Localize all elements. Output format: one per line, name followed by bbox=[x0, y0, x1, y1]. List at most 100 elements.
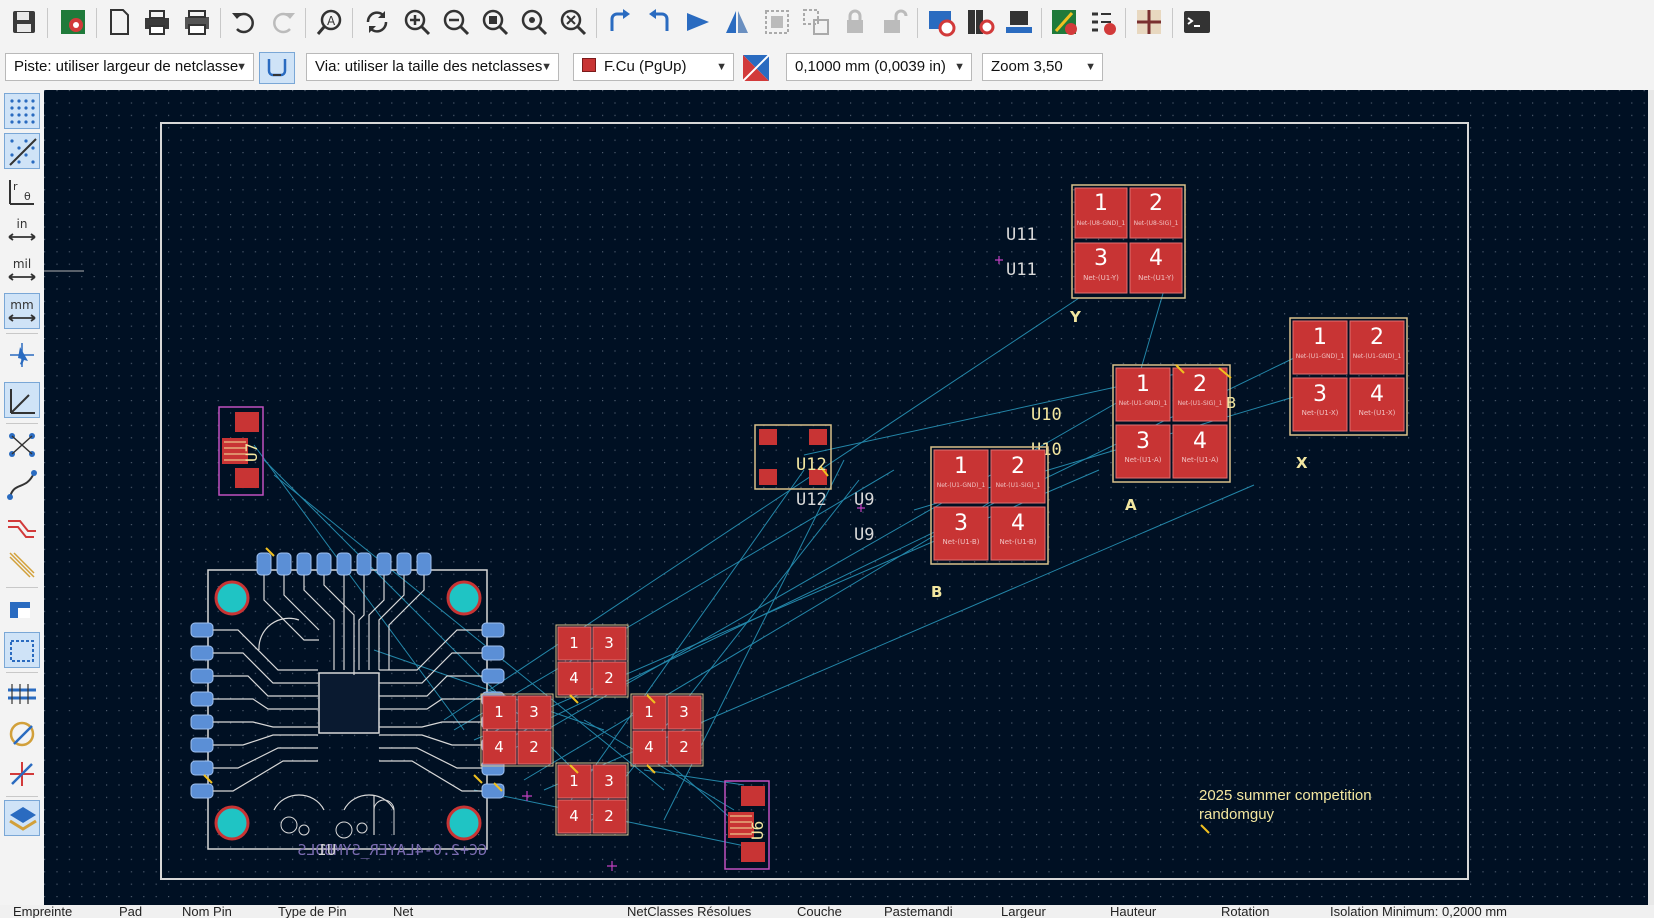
ratsnest-icon[interactable] bbox=[4, 427, 40, 463]
pad-number: 3 bbox=[604, 634, 614, 652]
footprint-x[interactable]: 1 2 3 4 Net-(U1-GND)_1 Net-(U1-GND)_1 Ne… bbox=[1289, 317, 1408, 472]
curved-ratsnest-icon[interactable] bbox=[4, 467, 40, 503]
chevron-down-icon: ▼ bbox=[954, 61, 965, 73]
pad-number: 3 bbox=[529, 703, 539, 721]
page-settings-icon[interactable] bbox=[102, 5, 136, 39]
flip-horizontal-icon[interactable] bbox=[681, 5, 715, 39]
pad-net: Net-(U1-SIG)_1 bbox=[1178, 400, 1223, 407]
netlist-update-icon[interactable] bbox=[924, 5, 958, 39]
mirror-icon[interactable] bbox=[720, 5, 754, 39]
track-outline-icon[interactable] bbox=[4, 507, 40, 543]
refresh-icon[interactable] bbox=[360, 5, 394, 39]
python-icon[interactable] bbox=[1132, 5, 1166, 39]
footprint-label: A bbox=[1125, 496, 1137, 514]
pad-number: 3 bbox=[1136, 429, 1150, 454]
board-text-line2: randomguy bbox=[1199, 806, 1275, 823]
zoom-out-icon[interactable] bbox=[439, 5, 473, 39]
status-clearance: Isolation Minimum: 0,2000 mm bbox=[1330, 905, 1508, 918]
grid-toggle-icon[interactable] bbox=[4, 93, 40, 129]
pad-cluster-top[interactable]: 1 3 4 2 bbox=[555, 624, 629, 698]
chevron-down-icon: ▼ bbox=[716, 61, 727, 73]
footprint-u7[interactable]: U7 bbox=[218, 406, 264, 496]
pcb-drawing[interactable]: 1 2 3 4 Net-(U8-GND)_1 Net-(U8-SIG)_1 Ne… bbox=[44, 90, 1648, 905]
drc-icon[interactable] bbox=[1047, 5, 1081, 39]
zone-fill-icon[interactable] bbox=[4, 592, 40, 628]
board-statistics-icon[interactable] bbox=[1086, 5, 1120, 39]
pad-number: 4 bbox=[1370, 382, 1384, 407]
redo-icon[interactable] bbox=[266, 5, 300, 39]
grid-override-icon[interactable] bbox=[4, 133, 40, 169]
cursor-icon[interactable] bbox=[4, 337, 40, 373]
status-netclasses: NetClasses Résolues bbox=[627, 905, 752, 918]
footprint-label: X bbox=[1296, 454, 1308, 472]
pad-cluster-left[interactable]: 1 3 4 2 bbox=[480, 693, 554, 767]
angle-snap-icon[interactable] bbox=[4, 382, 40, 418]
layers-manager-icon[interactable] bbox=[4, 800, 40, 836]
find-icon[interactable]: A bbox=[313, 5, 347, 39]
right-panel-edge[interactable] bbox=[1648, 90, 1654, 905]
footprint-u10[interactable]: 1 2 3 4 Net-(U1-GND)_1 Net-(U1-SIG)_1 Ne… bbox=[1112, 364, 1236, 514]
status-layer: Couche bbox=[797, 905, 842, 918]
layer-pair-button[interactable] bbox=[740, 52, 772, 84]
board-setup-icon[interactable] bbox=[56, 5, 90, 39]
undo-icon[interactable] bbox=[227, 5, 261, 39]
grid-select[interactable]: 0,1000 mm (0,0039 in) ▼ bbox=[786, 53, 972, 81]
rotate-ccw-icon[interactable] bbox=[603, 5, 637, 39]
ref-u12: U12 bbox=[796, 455, 827, 475]
zoom-fit-icon[interactable] bbox=[478, 5, 512, 39]
footprint-u12[interactable] bbox=[754, 424, 832, 490]
plot-icon[interactable] bbox=[180, 5, 214, 39]
pad-net: Net-(U1-Y) bbox=[1083, 274, 1119, 282]
pad-number: 3 bbox=[604, 772, 614, 790]
pad-number: 4 bbox=[569, 669, 579, 687]
ungroup-icon[interactable] bbox=[799, 5, 833, 39]
layer-select[interactable]: F.Cu (PgUp) ▼ bbox=[573, 53, 734, 81]
pad-number: 1 bbox=[494, 703, 504, 721]
unlock-icon[interactable] bbox=[877, 5, 911, 39]
pad-net: Net-(U1-Y) bbox=[1138, 274, 1174, 282]
zone-outline-icon[interactable] bbox=[4, 632, 40, 668]
status-drill: Pastemandi bbox=[884, 905, 953, 918]
group-icon[interactable] bbox=[760, 5, 794, 39]
pcb-canvas[interactable]: 1 2 3 4 Net-(U8-GND)_1 Net-(U8-SIG)_1 Ne… bbox=[44, 90, 1648, 905]
pad-net: Net-(U8-GND)_1 bbox=[1077, 220, 1126, 227]
highlight-net-icon[interactable] bbox=[4, 716, 40, 752]
footprint-editor-icon[interactable] bbox=[1002, 5, 1036, 39]
rotate-cw-icon[interactable] bbox=[642, 5, 676, 39]
layer-value: F.Cu (PgUp) bbox=[604, 58, 687, 75]
scripting-console-icon[interactable] bbox=[1180, 5, 1214, 39]
pad-number: 4 bbox=[644, 738, 654, 756]
units-inch-icon[interactable]: in bbox=[4, 213, 40, 249]
via-size-select[interactable]: Via: utiliser la taille des netclasses▼ bbox=[306, 53, 559, 81]
units-mm-icon[interactable]: mm bbox=[4, 293, 40, 329]
inspect-clearance-icon[interactable] bbox=[4, 756, 40, 792]
footprint-library-icon[interactable] bbox=[963, 5, 997, 39]
footprint-u11[interactable]: 1 2 3 4 Net-(U8-GND)_1 Net-(U8-SIG)_1 Ne… bbox=[1069, 184, 1186, 326]
print-icon[interactable] bbox=[140, 5, 174, 39]
auto-track-width-button[interactable] bbox=[259, 52, 295, 84]
netinspector-icon[interactable] bbox=[4, 676, 40, 712]
anchor-markers bbox=[493, 364, 1185, 792]
zoom-objects-icon[interactable] bbox=[517, 5, 551, 39]
track-width-select[interactable]: Piste: utiliser largeur de netclasse▼ bbox=[5, 53, 254, 81]
status-rotation: Rotation bbox=[1221, 905, 1270, 918]
footprint-label: Y bbox=[1069, 308, 1082, 326]
status-net: Net bbox=[393, 905, 414, 918]
ref-u7: U7 bbox=[242, 443, 261, 462]
status-bar: Empreinte Pad Nom Pin Type de Pin Net Ne… bbox=[0, 905, 1654, 918]
grid-value: 0,1000 mm (0,0039 in) bbox=[795, 58, 946, 75]
status-height: Hauteur bbox=[1110, 905, 1157, 918]
pad-number: 3 bbox=[679, 703, 689, 721]
via-outline-icon[interactable] bbox=[4, 547, 40, 583]
zoom-select[interactable]: Zoom 3,50▼ bbox=[982, 53, 1103, 81]
save-icon[interactable] bbox=[7, 5, 41, 39]
units-mil-icon[interactable]: mil bbox=[4, 253, 40, 289]
chevron-down-icon: ▼ bbox=[541, 61, 552, 73]
zoom-selection-icon[interactable] bbox=[556, 5, 590, 39]
footprint-u6[interactable]: U6 bbox=[724, 780, 770, 870]
zoom-in-icon[interactable] bbox=[400, 5, 434, 39]
lock-icon[interactable] bbox=[838, 5, 872, 39]
pad-cluster-right[interactable]: 1 3 4 2 bbox=[630, 693, 704, 767]
footprint-u9[interactable]: 1 2 3 4 Net-(U1-GND)_1 Net-(U1-SIG)_1 Ne… bbox=[930, 446, 1049, 601]
